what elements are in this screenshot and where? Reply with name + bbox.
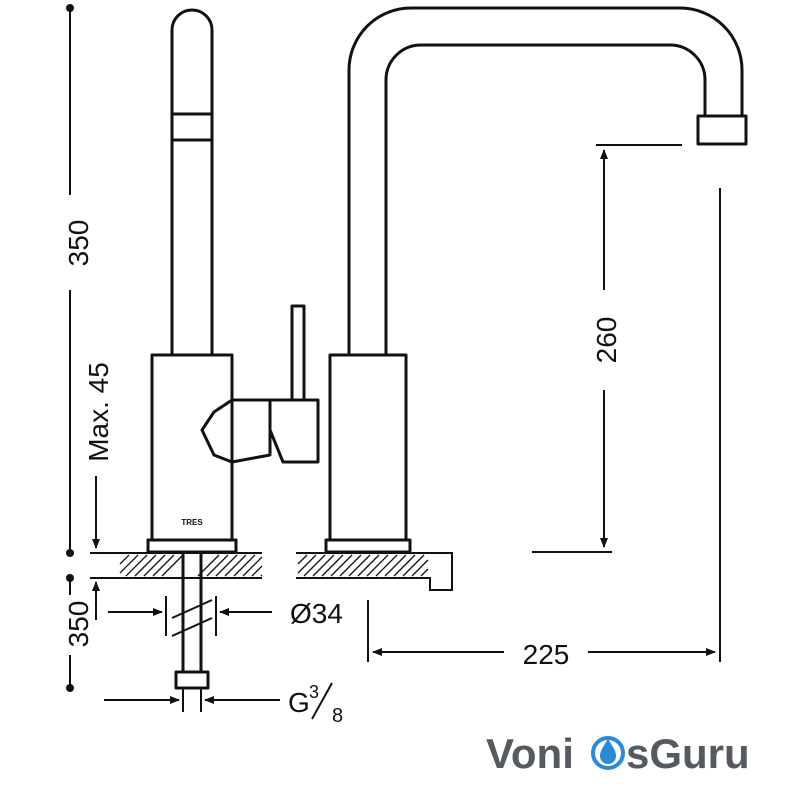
water-drop-icon: [591, 736, 625, 770]
supply-hose-end: [174, 670, 210, 690]
side-view: TRES: [146, 8, 320, 554]
dim-spout-height: 260: [591, 317, 622, 364]
dimension-lines: 350 Max. 45 350 Ø34 G 3 8 260: [63, 4, 721, 727]
lever-stem: [170, 8, 214, 357]
dim-under-length: 350: [63, 601, 94, 648]
spout-base: [328, 353, 408, 542]
dim-pipe-diameter: Ø34: [290, 598, 343, 629]
dim-total-height: 350: [63, 220, 94, 267]
countertop: [119, 550, 453, 712]
dim-thread-size: G 3 8: [288, 682, 343, 727]
spout-inner: [384, 43, 707, 357]
svg-text:Voni: Voni: [486, 730, 574, 777]
brand-marking: TRES: [181, 518, 203, 527]
side-handle: [200, 398, 272, 464]
svg-text:sGuru: sGuru: [626, 730, 750, 777]
voniosguru-logo: Voni sGuru: [486, 730, 750, 777]
front-view: [324, 6, 748, 554]
svg-text:8: 8: [332, 705, 343, 727]
svg-text:G: G: [288, 687, 310, 718]
spout-outer: [347, 6, 744, 357]
base-ring: [146, 538, 238, 554]
dim-spout-reach: 225: [523, 639, 570, 670]
svg-text:3: 3: [309, 682, 319, 702]
dim-max-deck: Max. 45: [83, 362, 114, 462]
body-block: [150, 353, 234, 542]
spout-nozzle: [696, 114, 748, 146]
